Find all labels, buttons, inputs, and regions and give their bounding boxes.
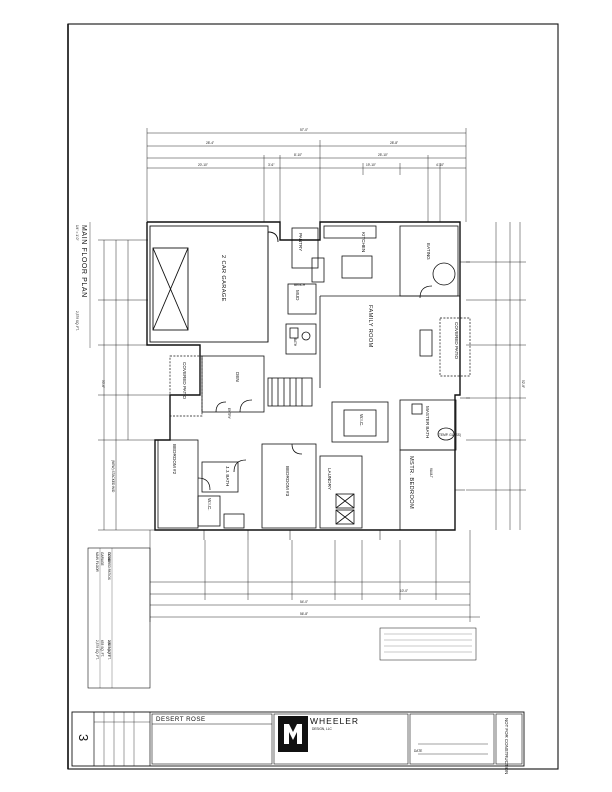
area-table: MAIN FLOOR 2,379 SQ. FT. GARAGE 653 SQ. … <box>87 547 151 689</box>
dim-bottom-total: 54'-0" <box>300 600 308 604</box>
dim-top-seg1: 20'-10" <box>198 163 208 167</box>
date-label: DATE <box>414 749 422 753</box>
room-kitchen: KITCHEN <box>361 232 366 252</box>
notes-lines <box>384 633 472 653</box>
stamp-not-for-construction: NOT FOR CONSTRUCTION <box>504 718 509 774</box>
family-room <box>319 295 460 388</box>
room-jj-bath: J.J. BATH <box>225 466 230 486</box>
plan-sqft: 2,379 SQ. FT. <box>75 311 79 331</box>
area-row-main: MAIN FLOOR <box>95 552 99 573</box>
dim-overall-top: 57'-0" <box>300 128 308 132</box>
label-bench: BENCH <box>294 283 306 287</box>
area-row-garage: GARAGE <box>100 552 104 566</box>
dim-top-left: 28'-4" <box>206 141 214 145</box>
room-den: DEN <box>235 372 240 382</box>
dim-top-seg6: 25'-10" <box>378 153 388 157</box>
den-entry <box>201 355 313 413</box>
dim-top-seg3: 8'-10" <box>294 153 302 157</box>
dim-top-seg4: 19'-10" <box>366 163 376 167</box>
room-wic-bedroom2: W.I.C. <box>207 498 212 511</box>
side-dimensions <box>98 222 526 531</box>
area-val-patios: 295 SQ. FT. <box>107 640 111 657</box>
notes-box <box>379 627 477 661</box>
sheet-number: 3 <box>76 734 91 741</box>
room-master-bath: MASTER BATH <box>425 406 430 438</box>
dim-bottom-seg: 10'-0" <box>400 589 408 593</box>
area-row-total: TOTAL <box>107 552 111 562</box>
room-master-bedroom: MSTR. BEDROOM <box>408 456 414 509</box>
title-block <box>71 711 525 767</box>
garage <box>149 225 279 343</box>
bedroom3-area <box>261 443 363 529</box>
dim-top-seg2: 3'-6" <box>268 163 274 167</box>
label-stacked-washer: (NEW) STACKED W/D <box>111 460 115 493</box>
room-covered-patio-left: COVERED PATIO <box>182 362 187 400</box>
kitchen-area <box>287 225 459 315</box>
area-val-main: 2,379 SQ. FT. <box>95 640 99 660</box>
room-powder-bath: BATH <box>293 338 297 347</box>
area-val-total: 3,327 SQ. FT. <box>107 640 111 660</box>
firm-sub: DESIGN, LLC <box>312 727 333 731</box>
dim-top-seg5: 4'-10" <box>436 163 444 167</box>
dim-bottom-overall: 56'-8" <box>300 612 308 616</box>
window-marks <box>203 261 470 540</box>
firm-name: WHEELER <box>310 716 359 726</box>
room-laundry: LAUNDRY <box>327 468 332 490</box>
powder-bath <box>285 323 317 355</box>
dim-right-overall: 52'-8" <box>521 380 525 388</box>
bedroom2-area <box>157 439 247 529</box>
top-dimensions <box>146 128 467 222</box>
area-val-garage: 653 SQ. FT. <box>100 640 104 657</box>
dim-left-overall: 50'-6" <box>101 380 105 388</box>
room-family: FAMILY ROOM <box>367 305 373 348</box>
plan-title-group: MAIN FLOOR PLAN 1/4" = 1'-0" 2,379 SQ. F… <box>75 225 87 331</box>
dim-top-right: 28'-8" <box>390 141 398 145</box>
room-garage: 2 CAR GARAGE <box>220 255 226 302</box>
room-eating: EATING <box>426 243 431 260</box>
room-covered-patio-right: COVERED PATIO <box>454 322 459 360</box>
room-bedroom3: BEDROOM #3 <box>285 466 290 497</box>
label-temp-glass: (TEMP. GLASS) <box>438 433 461 437</box>
room-wic-master: W.I.C. <box>359 414 364 427</box>
master-suite <box>331 399 457 531</box>
bottom-dimensions <box>149 530 480 622</box>
sheet-border <box>67 23 559 770</box>
room-bedroom2: BEDROOM #2 <box>172 444 177 475</box>
plan-scale: 1/4" = 1'-0" <box>75 225 79 241</box>
wheeler-logo-icon <box>278 716 308 752</box>
room-mud: MUD <box>295 290 300 301</box>
covered-patio-right <box>439 317 471 377</box>
room-pantry: PANTRY <box>298 233 303 251</box>
plan-title: MAIN FLOOR PLAN <box>80 225 87 298</box>
room-entry: ENTRY <box>227 408 231 420</box>
area-row-patios: COVERED PATIOS <box>107 552 111 580</box>
project-name: DESERT ROSE <box>156 716 206 723</box>
label-vault: VAULT <box>429 468 433 478</box>
